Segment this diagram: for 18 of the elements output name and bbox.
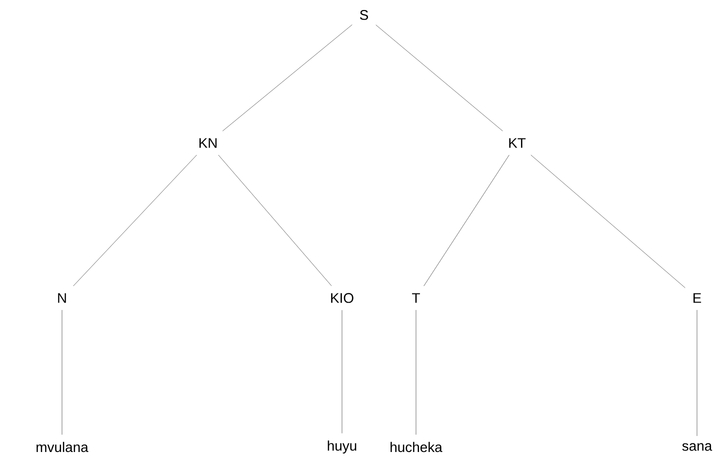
tree-branch [218,154,332,286]
tree-branch [73,154,197,286]
tree-leaf-word: sana [682,443,712,451]
category-label: T [412,293,420,303]
tree-branch [376,24,503,132]
tree-leaf-word: hucheka [390,442,442,452]
category-label: N [58,293,66,303]
tree-branch [222,24,352,132]
tree-branch [696,310,698,436]
category-label: S [360,10,368,20]
tree-branch [424,154,510,286]
tree-leaf-word: mvulana [36,442,88,452]
category-label: E [694,293,702,303]
category-label: KN [199,138,217,148]
tree-branch [530,154,686,288]
tree-leaf-word: huyu [328,440,356,454]
category-label: KT [509,138,526,148]
category-label: KIO [331,293,354,303]
